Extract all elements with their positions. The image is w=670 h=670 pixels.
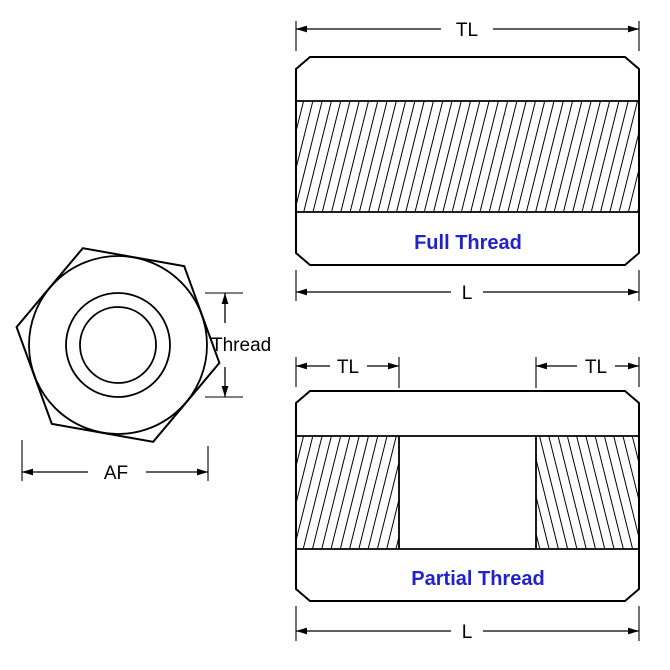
hex-end-view: Thread AF <box>15 247 271 484</box>
partial-thread-tl-right-dimension: TL <box>535 357 640 388</box>
thread-dimension: Thread <box>205 292 271 398</box>
partial-thread-tl-left-dimension: TL <box>295 357 400 388</box>
partial-thread-view: Partial Thread TL TL L <box>295 357 640 643</box>
full-thread-title: Full Thread <box>414 232 522 254</box>
thread-major-circle <box>65 292 171 398</box>
partial-thread-title: Partial Thread <box>411 568 544 590</box>
full-thread-tl-dimension: TL <box>295 20 640 51</box>
thread-label: Thread <box>211 335 271 356</box>
partial-thread-l-dimension: L <box>295 606 640 643</box>
full-thread-tl-label: TL <box>456 20 478 41</box>
across-flats-inscribed-circle <box>28 255 208 435</box>
partial-thread-l-label: L <box>462 622 473 643</box>
thread-bore-circle <box>79 306 157 384</box>
partial-thread-tl-right-label: TL <box>585 357 607 378</box>
full-thread-l-label: L <box>462 283 473 304</box>
af-label: AF <box>104 463 128 484</box>
full-thread-hatch <box>296 101 639 212</box>
partial-thread-tl-left-label: TL <box>337 357 359 378</box>
partial-thread-hatch-right <box>536 436 639 549</box>
hexagon-outline <box>15 247 221 443</box>
full-thread-view: Full Thread TL L <box>295 20 640 304</box>
af-dimension: AF <box>21 440 209 484</box>
full-thread-l-dimension: L <box>295 270 640 304</box>
partial-thread-hatch-left <box>296 436 399 549</box>
